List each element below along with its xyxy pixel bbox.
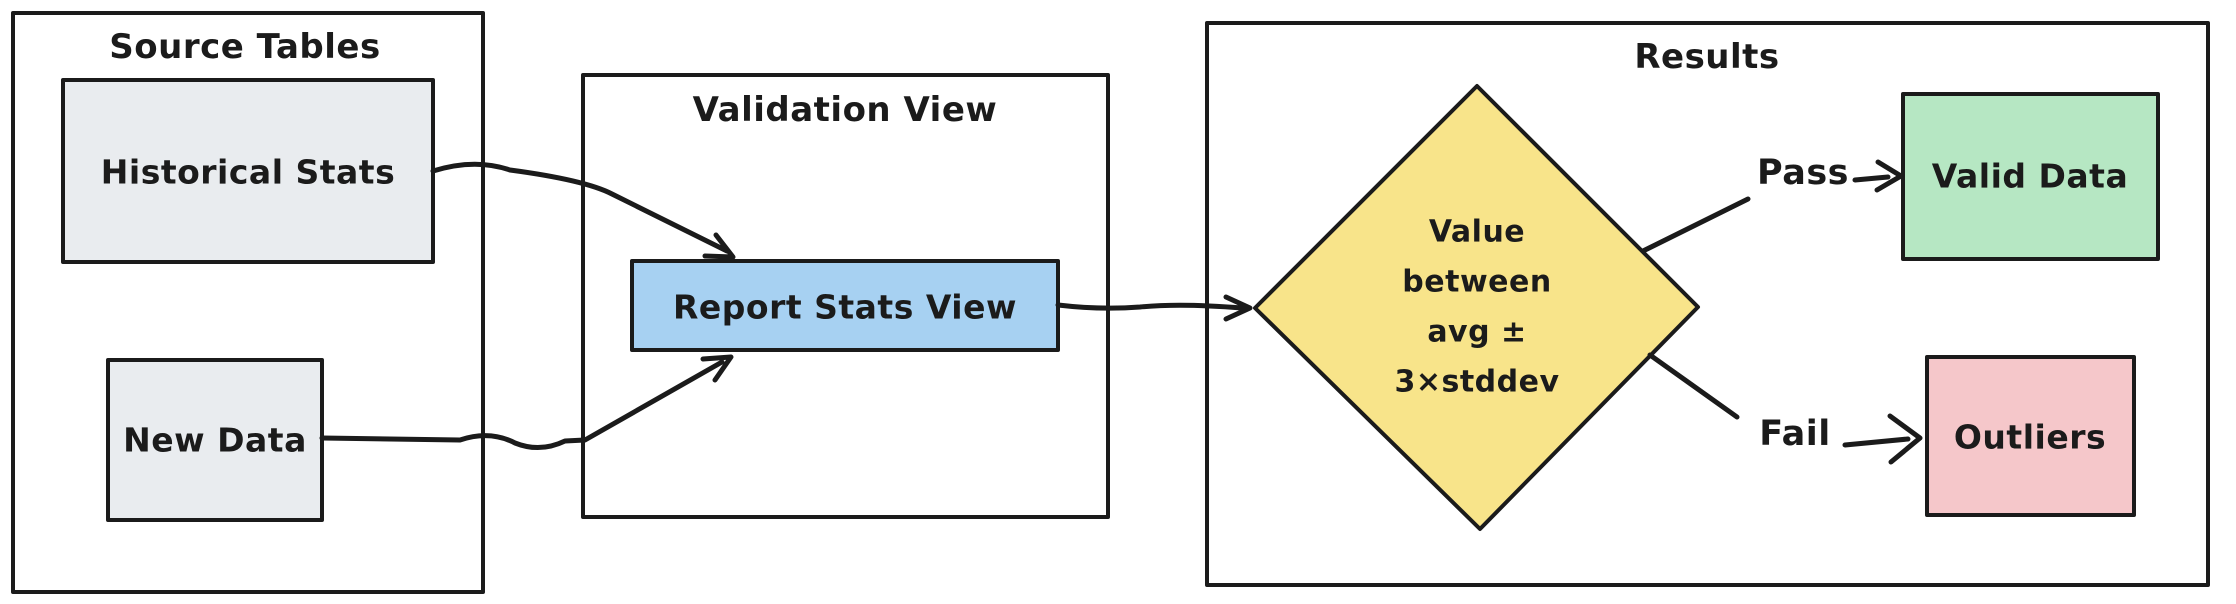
fail-arrow	[1842, 413, 1923, 465]
source-tables-container	[11, 11, 485, 594]
diamond-line-3: avg ±	[1427, 315, 1526, 350]
validation-view-container	[581, 73, 1110, 519]
arrow-historical-to-view	[430, 161, 736, 260]
validation-view-title: Validation View	[693, 90, 998, 130]
pass-edge-line	[1640, 196, 1751, 254]
diamond-line-2: between	[1402, 265, 1551, 300]
historical-stats-node	[61, 78, 435, 264]
historical-stats-label: Historical Stats	[101, 153, 395, 192]
fail-edge-line	[1647, 352, 1740, 420]
decision-diamond	[1253, 84, 1700, 531]
arrow-view-to-decision	[1055, 294, 1253, 322]
arrow-new-data-to-view	[319, 354, 734, 450]
pass-label: Pass	[1757, 153, 1849, 193]
results-title: Results	[1634, 37, 1779, 77]
fail-label: Fail	[1759, 414, 1830, 454]
new-data-label: New Data	[123, 421, 307, 460]
diamond-line-1: Value	[1429, 215, 1525, 250]
report-stats-view-node	[630, 259, 1060, 352]
pass-arrow	[1852, 159, 1904, 193]
diamond-line-4: 3×stddev	[1394, 365, 1559, 400]
valid-data-label: Valid Data	[1932, 157, 2128, 196]
source-tables-title: Source Tables	[109, 27, 380, 67]
outliers-node	[1925, 355, 2136, 517]
report-stats-view-label: Report Stats View	[673, 288, 1017, 327]
outliers-label: Outliers	[1954, 418, 2106, 457]
new-data-node	[106, 358, 324, 522]
